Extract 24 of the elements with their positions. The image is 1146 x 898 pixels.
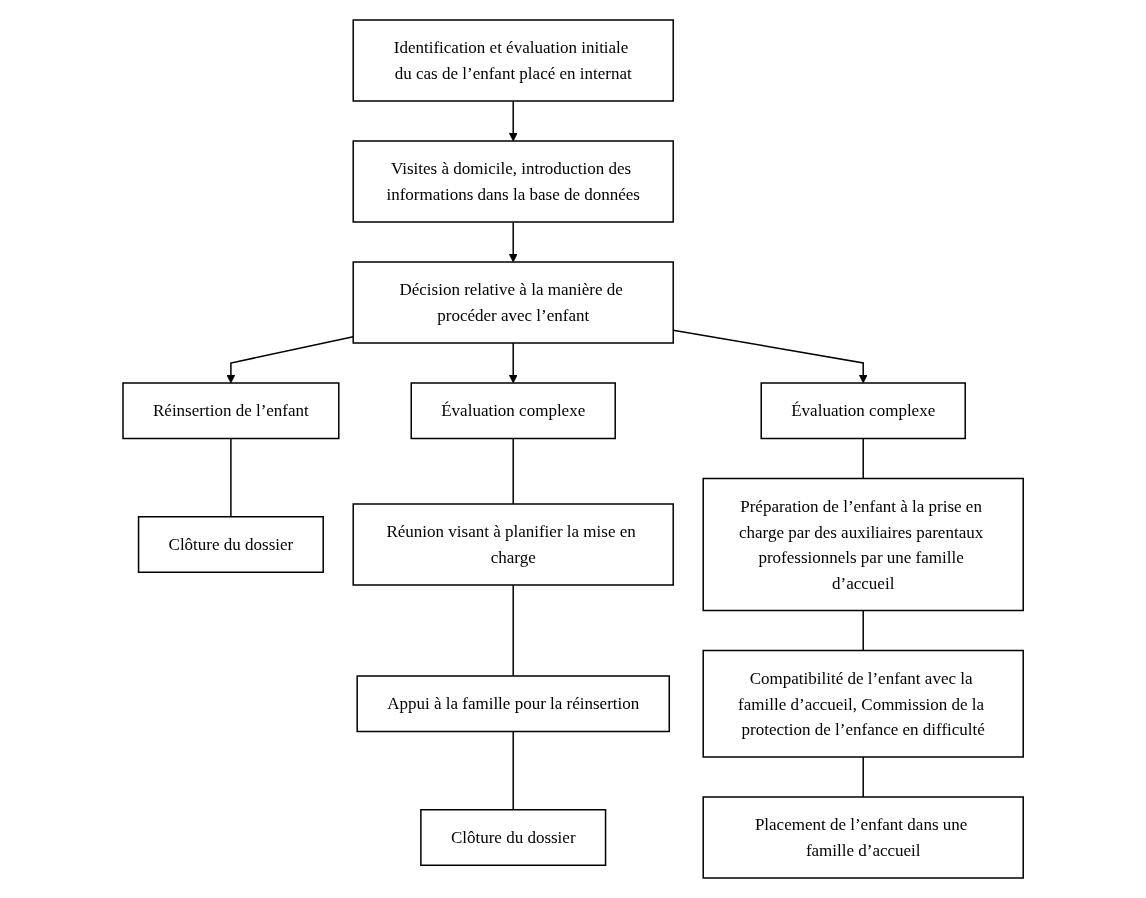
arrow	[508, 100, 518, 142]
connector	[512, 584, 514, 677]
arrow	[226, 336, 354, 384]
connector	[512, 730, 514, 811]
node-box: Placement de l’enfant dans une famille d’accueil	[702, 796, 1024, 879]
arrow	[508, 342, 518, 384]
node-box: Préparation de l’enfant à la prise en charge par des auxiliaires parentaux professionnels par une famille d’accueil	[702, 477, 1024, 612]
node-box: Clôture du dossier	[420, 809, 607, 866]
node-box: Évaluation complexe	[760, 382, 966, 440]
arrow	[508, 221, 518, 263]
node-box: Réunion visant à planifier la mise en charge	[352, 503, 674, 586]
connector	[512, 437, 514, 505]
connector	[862, 756, 864, 798]
connector	[862, 437, 864, 480]
node-box: Décision relative à la manière de procéder avec l’enfant	[352, 261, 674, 344]
node-box: Réinsertion de l’enfant	[122, 382, 340, 440]
node-box: Compatibilité de l’enfant avec la famille d’accueil, Commission de la protection de l’enfance en difficulté	[702, 649, 1024, 758]
connector	[230, 437, 232, 518]
node-box: Identification et évaluation initiale du cas de l’enfant placé en internat	[352, 19, 674, 102]
node-box: Évaluation complexe	[410, 382, 616, 440]
node-box: Visites à domicile, introduction des informations dans la base de données	[352, 140, 674, 223]
node-box: Appui à la famille pour la réinsertion	[356, 675, 670, 733]
node-box: Clôture du dossier	[137, 516, 324, 573]
connector	[862, 609, 864, 652]
